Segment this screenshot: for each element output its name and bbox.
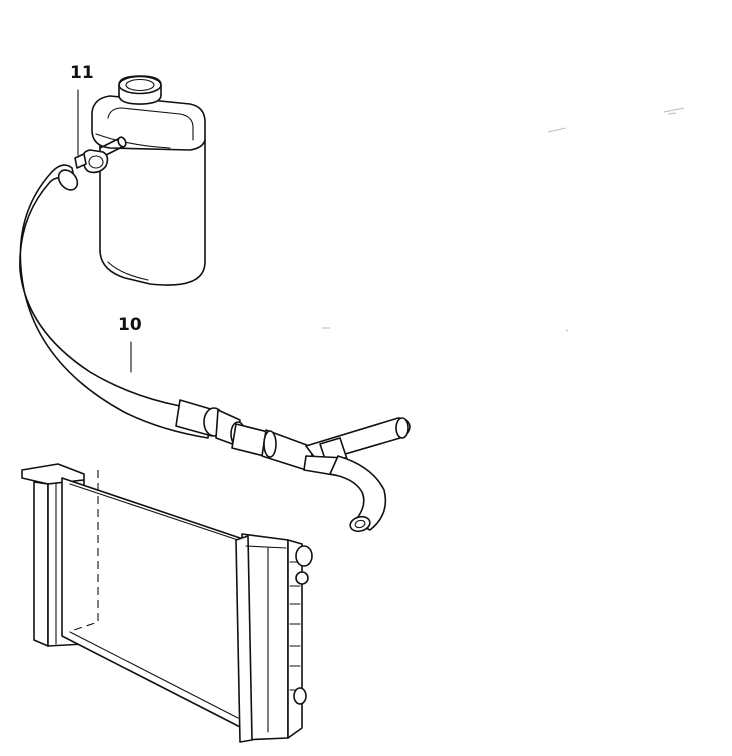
expansion-tank	[91, 75, 206, 286]
coolant-hose	[19, 164, 211, 439]
hose-clamp	[74, 149, 109, 174]
hose-connector	[175, 399, 246, 447]
callout-11: 11	[70, 63, 94, 83]
leader-lines	[77, 89, 132, 373]
scan-artifacts	[322, 107, 685, 332]
radiator	[21, 463, 313, 743]
callout-10: 10	[118, 315, 142, 335]
t-pipe	[231, 417, 411, 533]
